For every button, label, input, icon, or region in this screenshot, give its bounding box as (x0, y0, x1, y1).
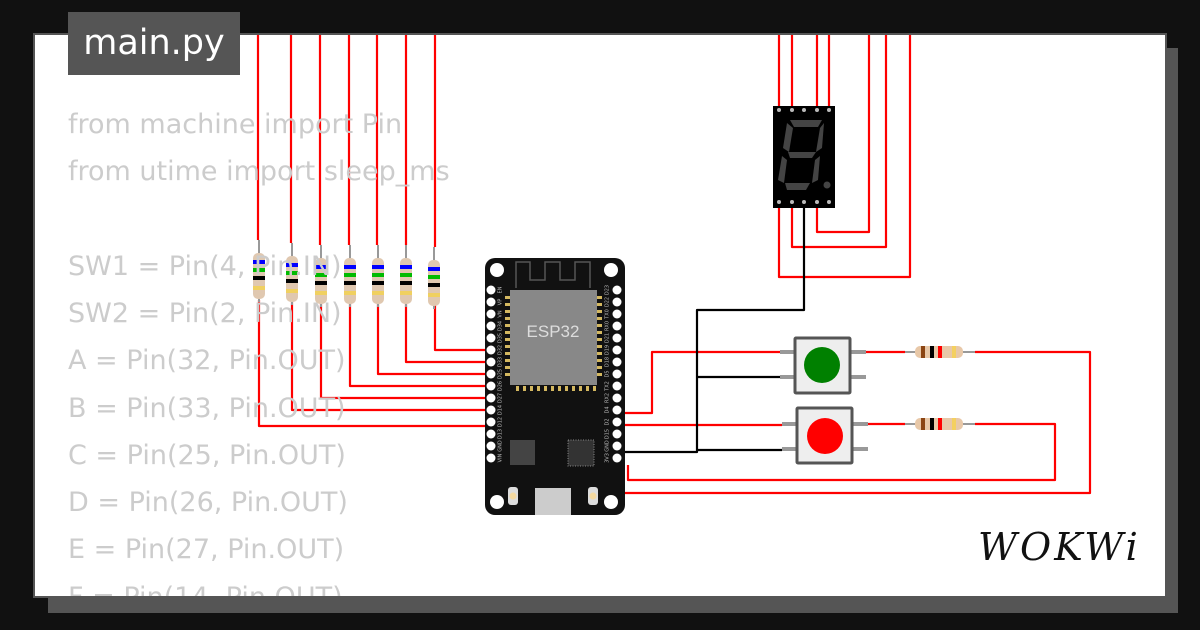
wokwi-logo: WOKWi (978, 525, 1141, 569)
pin-label: D33 (498, 357, 504, 367)
resistor[interactable] (315, 245, 327, 307)
pin-d18[interactable] (612, 357, 622, 367)
pin-label: D35 (498, 333, 504, 343)
pin-d27[interactable] (486, 393, 496, 403)
pin-label: D2 (605, 418, 611, 425)
pin-d12[interactable] (486, 417, 496, 427)
usb-chip (567, 439, 595, 467)
pin-label: D27 (498, 393, 504, 403)
resistor-group (253, 240, 440, 309)
pin-d2[interactable] (612, 417, 622, 427)
pin-tx0[interactable] (612, 309, 622, 319)
resistor[interactable] (253, 240, 265, 302)
pin-d33[interactable] (486, 357, 496, 367)
seven-segment-display[interactable] (773, 106, 835, 208)
pin-label: D18 (605, 357, 611, 367)
code-line: SW2 = Pin(2, Pin.IN) (68, 298, 342, 329)
pin-tx2[interactable] (612, 381, 622, 391)
pin-label: VP (498, 299, 504, 305)
pin-vin[interactable] (486, 453, 496, 463)
pin-3v3[interactable] (612, 453, 622, 463)
pin-label: GND (498, 440, 504, 452)
code-line: SW1 = Pin(4, Pin.IN) (68, 251, 342, 282)
resistor[interactable] (428, 247, 440, 309)
pin-d35[interactable] (486, 333, 496, 343)
pin-label: RX2 (605, 393, 611, 403)
pin-label: EN (498, 286, 504, 293)
resistor[interactable] (286, 243, 298, 305)
pin-d23[interactable] (612, 285, 622, 295)
button-cap (804, 347, 840, 383)
pin-label: D14 (498, 405, 504, 415)
code-line: F = Pin(14, Pin.OUT) (68, 578, 343, 596)
pin-d13[interactable] (486, 429, 496, 439)
pin-label: 3V3 (605, 453, 611, 463)
pin-label: D4 (605, 406, 611, 413)
regulator (510, 440, 535, 465)
pin-vn[interactable] (486, 309, 496, 319)
ground-wires (617, 202, 806, 454)
pin-label: GND (605, 440, 611, 452)
pin-label: VN (498, 310, 504, 317)
pin-d15[interactable] (612, 429, 622, 439)
pin-label: TX0 (605, 309, 611, 320)
pin-label: VIN (498, 453, 504, 462)
esp32-module (510, 290, 597, 385)
pin-d14[interactable] (486, 405, 496, 415)
resistor[interactable] (400, 245, 412, 307)
pin-rx0[interactable] (612, 321, 622, 331)
file-tab[interactable]: main.py (68, 12, 240, 75)
pin-label: D26 (498, 381, 504, 391)
pin-label: TX2 (605, 381, 611, 392)
pin-label: D19 (605, 345, 611, 355)
pin-label: D25 (498, 369, 504, 379)
pushbutton-red[interactable] (782, 406, 868, 465)
pin-d19[interactable] (612, 345, 622, 355)
pull-resistor[interactable] (905, 418, 975, 430)
pin-d26[interactable] (486, 381, 496, 391)
code-line: from machine import Pin (68, 109, 403, 140)
usb-port[interactable] (535, 488, 571, 515)
pin-d21[interactable] (612, 333, 622, 343)
antenna (515, 261, 591, 288)
code-line: A = Pin(32, Pin.OUT) (68, 345, 346, 376)
resistor[interactable] (344, 245, 356, 307)
code-line: D = Pin(26, Pin.OUT) (68, 487, 348, 518)
pin-d25[interactable] (486, 369, 496, 379)
pin-d22[interactable] (612, 297, 622, 307)
pin-label: D23 (605, 285, 611, 295)
pin-label: D13 (498, 429, 504, 439)
pin-d32[interactable] (486, 345, 496, 355)
code-line: C = Pin(25, Pin.OUT) (68, 440, 346, 471)
resistor[interactable] (372, 245, 384, 307)
pin-label: D32 (498, 345, 504, 355)
pin-d5[interactable] (612, 369, 622, 379)
pin-vp[interactable] (486, 297, 496, 307)
pin-label: D22 (605, 297, 611, 307)
pin-label: D34 (498, 321, 504, 331)
pin-en[interactable] (486, 285, 496, 295)
circuit: ESP32 ENVPVND34D35D32D33D25D26D27D14D12D… (253, 35, 1092, 515)
pin-rx2[interactable] (612, 393, 622, 403)
pin-label: RX0 (605, 321, 611, 331)
code-overflow: F = Pin(14, Pin.OUT) (68, 578, 568, 596)
pin-gnd[interactable] (612, 441, 622, 451)
esp32-board[interactable]: ESP32 ENVPVND34D35D32D33D25D26D27D14D12D… (485, 258, 625, 515)
pin-label: D15 (605, 429, 611, 439)
pin-d4[interactable] (612, 405, 622, 415)
code-line: from utime import sleep_ms (68, 156, 450, 187)
pull-resistor[interactable] (905, 346, 975, 358)
pushbutton-green[interactable] (780, 336, 866, 395)
pin-label: D12 (498, 417, 504, 427)
code-line: B = Pin(33, Pin.OUT) (68, 393, 346, 424)
pin-d34[interactable] (486, 321, 496, 331)
resistor-wires (256, 35, 1092, 495)
esp32-label: ESP32 (527, 322, 580, 341)
pin-gnd[interactable] (486, 441, 496, 451)
button-cap (807, 418, 843, 454)
pin-label: D21 (605, 333, 611, 343)
code-line: E = Pin(27, Pin.OUT) (68, 534, 345, 565)
pin-label: D5 (605, 370, 611, 377)
